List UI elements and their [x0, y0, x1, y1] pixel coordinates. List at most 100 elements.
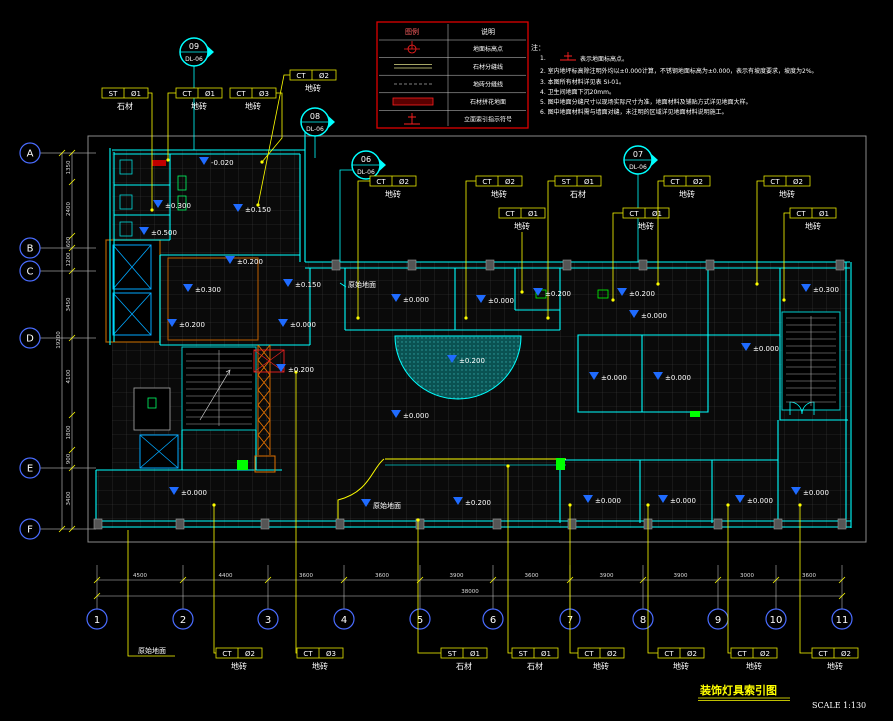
stair-arrow: [199, 369, 231, 421]
tag-box: [296, 647, 344, 659]
tag-material: 地砖: [673, 661, 689, 671]
level-marker: ±0.150: [233, 204, 271, 214]
tag-code: ST: [109, 90, 118, 98]
dimension-tick: [93, 576, 101, 584]
level-value: ±0.200: [629, 290, 655, 298]
level-marker-icon: [801, 284, 811, 292]
level-markers: -0.020±0.300±0.150±0.500±0.200±0.300±0.1…: [139, 157, 839, 507]
grid-bubble: [19, 457, 41, 479]
notes-block: 注： 1. 表示地面标高点。 2. 室内地坪标高除注明外均以±0.000计算，不…: [531, 43, 818, 116]
dimension-tick: [489, 576, 497, 584]
tag-material: 石材: [570, 189, 586, 199]
level-value: ±0.300: [165, 202, 191, 210]
tag-leader: [756, 180, 764, 284]
tag-box: [289, 69, 337, 81]
level-marker-icon: [476, 295, 486, 303]
dimension-tick: [68, 446, 76, 454]
legend-grid-lines: [379, 24, 526, 126]
level-marker: ±0.150: [283, 279, 321, 289]
level-marker-icon: [233, 204, 243, 212]
dimension-value: 3450: [66, 297, 72, 311]
column-post: [638, 259, 648, 271]
level-marker: ±0.200: [167, 319, 205, 329]
tag-number: Ø1: [131, 90, 141, 98]
legend-header-symbol: 图例: [405, 27, 419, 36]
column-box: [254, 455, 276, 473]
grid-bubble: [19, 237, 41, 259]
notes-item: 6. 图中地面材料需与墙面对缝，未注明的区域详见地面材料说明施工。: [540, 108, 728, 116]
column-post: [175, 518, 185, 530]
dimension-value: 3600: [375, 573, 389, 579]
tag-number: Ø1: [652, 210, 662, 218]
level-marker: ±0.000: [791, 487, 829, 497]
level-value: ±0.000: [753, 345, 779, 353]
dimension-tick: [68, 411, 76, 419]
tag-box: [511, 647, 559, 659]
tag-leader: [257, 74, 290, 206]
section-number: 09: [189, 42, 199, 51]
tag-leader: [261, 92, 283, 163]
tag-box: [229, 87, 277, 99]
original-floor-label: 原始地面: [373, 501, 401, 510]
tag-leader: [417, 520, 441, 654]
level-marker-icon: [169, 487, 179, 495]
original-floor-leader: [127, 530, 175, 657]
level-marker-icon: [167, 319, 177, 327]
equipment-icon: [147, 397, 157, 409]
shaft-marker: [253, 349, 285, 373]
level-marker: ±0.000: [169, 487, 207, 497]
level-marker-icon: [361, 499, 371, 507]
level-value: ±0.000: [670, 497, 696, 505]
level-marker: ±0.300: [183, 284, 221, 294]
dimension-tick: [68, 244, 76, 252]
level-value: ±0.000: [641, 312, 667, 320]
stone-joint-line-icon: [394, 64, 432, 69]
tag-leader: [727, 505, 731, 654]
elevator-shaft: [139, 434, 179, 469]
tag-code: CT: [505, 210, 515, 218]
legend-row-label: 地砖分缝线: [473, 81, 503, 89]
level-value: ±0.000: [403, 412, 429, 420]
tag-box: [215, 647, 263, 659]
level-marker: ±0.000: [653, 372, 691, 382]
level-point-icon: [404, 41, 420, 54]
tag-box: [730, 647, 778, 659]
dimension-tick: [68, 178, 76, 186]
column-post: [837, 518, 847, 530]
level-value: ±0.150: [295, 281, 321, 289]
tag-leader-end: [755, 282, 759, 286]
tag-leader-end: [256, 203, 260, 207]
dimension-total: 19200: [56, 331, 62, 349]
level-marker-icon: [583, 495, 593, 503]
tag-leader-end: [212, 503, 216, 507]
level-marker-icon: [278, 319, 288, 327]
level-value: ±0.000: [403, 296, 429, 304]
notes-item: 2. 室内地坪标高除注明外均以±0.000计算，不锈钢地面标高为±0.000，表…: [540, 67, 818, 75]
legend-table: 图例 说明 地面标高点 石材分缝线 地砖分缝线 石材拼花地面 立面索引指示符号: [376, 21, 529, 129]
tag-box: [663, 175, 711, 187]
dimension-value: 3900: [600, 573, 614, 579]
dimension-value: 3900: [450, 573, 464, 579]
tag-number: Ø1: [541, 650, 551, 658]
level-marker-icon: [453, 497, 463, 505]
column-post: [773, 518, 783, 530]
level-value: ±0.200: [465, 499, 491, 507]
legend-header-desc: 说明: [481, 27, 495, 36]
dimension-tick: [639, 576, 647, 584]
dimension-tick: [714, 576, 722, 584]
tag-leader-end: [416, 518, 420, 522]
level-marker-icon: [617, 288, 627, 296]
level-marker-icon: [391, 294, 401, 302]
drawing-title: 装饰灯具索引图: [699, 683, 777, 697]
level-marker-icon: [199, 157, 209, 165]
tag-leader-end: [782, 298, 786, 302]
tag-material: 地砖: [231, 661, 247, 671]
level-marker-icon: [735, 495, 745, 503]
grid-bubble: [172, 608, 194, 630]
tag-box: [789, 207, 837, 219]
